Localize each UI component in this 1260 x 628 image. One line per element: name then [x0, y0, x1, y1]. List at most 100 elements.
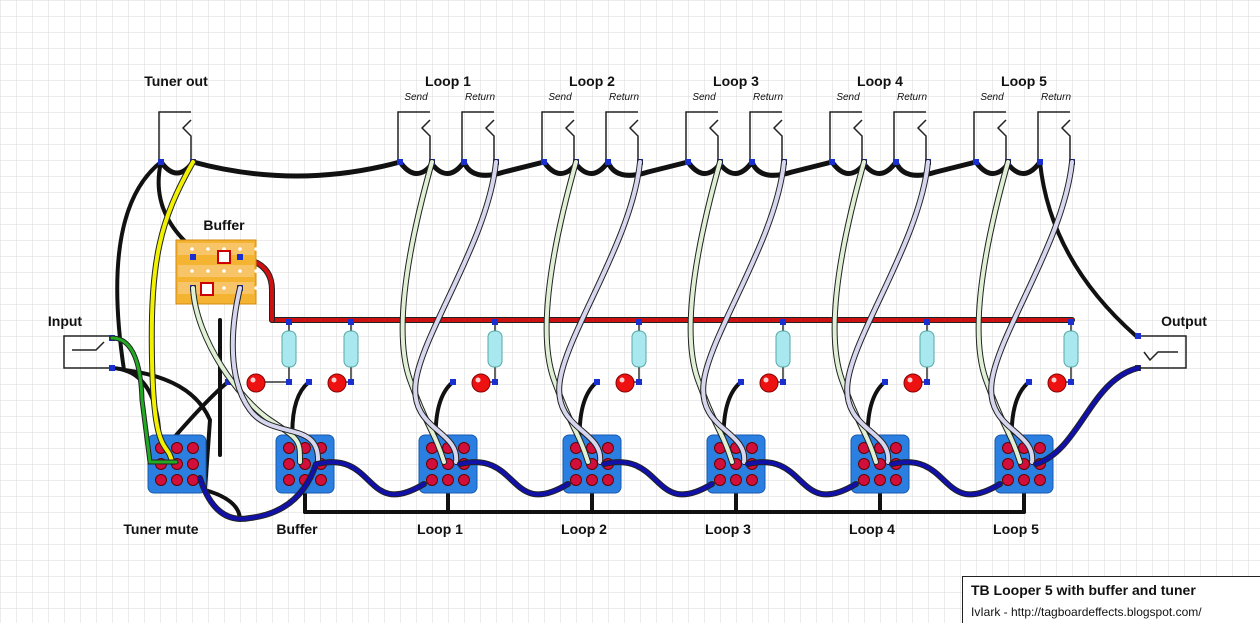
loop-2-send-label: Send — [548, 92, 572, 103]
input-jack-body — [63, 335, 112, 369]
footswitch-lug — [890, 474, 902, 486]
loop-4-send-wire — [832, 160, 878, 464]
footswitch-lug — [858, 458, 870, 470]
buffer-pin-1 — [190, 254, 196, 260]
footswitch-lug — [458, 442, 470, 454]
footswitch-lug — [602, 442, 614, 454]
switch-label-2: Loop 1 — [417, 521, 463, 537]
led-5 — [903, 373, 923, 393]
loop-2-return-wire — [557, 160, 642, 464]
loop-4-send-jack-body — [829, 111, 862, 162]
led-cathode-pin-0 — [225, 379, 231, 385]
loop-3-send-wire — [688, 160, 734, 464]
led-1 — [327, 373, 347, 393]
loop-2-return-label: Return — [609, 92, 639, 103]
buffer-hole — [190, 269, 194, 273]
loop-4-return-jack-pin-sleeve — [893, 159, 899, 165]
footswitch-lug — [187, 458, 199, 470]
loop-4-return-label: Return — [897, 92, 927, 103]
loop-1-send-wire — [400, 160, 446, 464]
output-label: Output — [1161, 313, 1207, 329]
buffer-out-wire — [191, 286, 302, 464]
footswitch-lug — [187, 442, 199, 454]
led-glint-2 — [475, 377, 481, 383]
buffer-pad-a — [217, 250, 231, 264]
output-jack-body — [1138, 335, 1187, 369]
led-cathode-pin-2 — [450, 379, 456, 385]
buffer-hole — [206, 247, 210, 251]
loop-2-send-wire — [544, 160, 590, 464]
loop-3-send-jack-spring — [708, 119, 719, 162]
loop-3-return-jack-spring — [772, 119, 783, 162]
loop-1-return-jack-body — [461, 111, 494, 162]
footswitch-lug — [283, 442, 295, 454]
led-glint-3 — [619, 377, 625, 383]
footswitch-lug — [858, 474, 870, 486]
loop-5-return-wire — [989, 160, 1074, 464]
signal-chain-wire — [198, 366, 1140, 521]
footswitch-lug — [714, 474, 726, 486]
tuner-send-wire — [149, 160, 195, 464]
loop-1-return-jack-pin-sleeve — [461, 159, 467, 165]
buffer-board — [175, 239, 258, 305]
loop-2-return-jack-pin-sleeve — [605, 159, 611, 165]
footswitch-lug — [187, 474, 199, 486]
resistor-pin-4 — [780, 319, 786, 325]
resistor-0 — [281, 330, 297, 368]
resistor-pin-0 — [286, 319, 292, 325]
buffer-hole — [222, 286, 226, 290]
buffer-strip-0 — [178, 243, 254, 255]
footswitch-lug — [586, 474, 598, 486]
loop-2-return-jack-body — [605, 111, 638, 162]
footswitch-lug — [426, 474, 438, 486]
resistor-pin-5 — [924, 319, 930, 325]
led-glint-4 — [763, 377, 769, 383]
loop-1-return-wire — [413, 160, 498, 464]
footswitch-lug — [1002, 474, 1014, 486]
led-3 — [615, 373, 635, 393]
led-0 — [246, 373, 266, 393]
buffer-strip-2 — [178, 282, 254, 294]
buffer-board-label: Buffer — [203, 217, 245, 233]
loop-1-return-jack-spring — [484, 119, 495, 162]
loop-5-return-label: Return — [1041, 92, 1071, 103]
buffer-hole — [238, 269, 242, 273]
loop-5-send-label: Send — [980, 92, 1004, 103]
loop-3-return-jack-body — [749, 111, 782, 162]
footswitch-lug — [746, 474, 758, 486]
footswitch-lug — [426, 458, 438, 470]
led-cathode-pin-5 — [882, 379, 888, 385]
buffer-hole — [238, 247, 242, 251]
switch-label-5: Loop 4 — [849, 521, 895, 537]
loop-1-send-label: Send — [404, 92, 428, 103]
buffer-hole — [222, 247, 226, 251]
footswitch-lug — [1034, 442, 1046, 454]
diagram-title: TB Looper 5 with buffer and tuner — [971, 582, 1196, 598]
switch-label-4: Loop 3 — [705, 521, 751, 537]
loop-3-send-jack-pin-sleeve — [685, 159, 691, 165]
input-jack-spring — [72, 341, 105, 351]
loop-3-return-wire — [701, 160, 786, 464]
input-signal-wire — [110, 336, 178, 464]
footswitch-lug — [1018, 474, 1030, 486]
loop-3-send-label: Send — [692, 92, 716, 103]
loop-2-send-jack-pin-sleeve — [541, 159, 547, 165]
loop-1-send-jack-pin-sleeve — [397, 159, 403, 165]
loop-1-label: Loop 1 — [425, 73, 471, 89]
buffer-hole — [206, 269, 210, 273]
loop-4-label: Loop 4 — [857, 73, 903, 89]
tuner-out-jack-body — [158, 111, 191, 162]
led-cathode-pin-1 — [306, 379, 312, 385]
loop-5-return-jack-spring — [1060, 119, 1071, 162]
led-6 — [1047, 373, 1067, 393]
footswitch-lug — [746, 442, 758, 454]
loop-1-send-jack-spring — [420, 119, 431, 162]
footswitch-lug — [602, 474, 614, 486]
loop-5-return-jack-body — [1037, 111, 1070, 162]
led-cathode-pin-4 — [738, 379, 744, 385]
led-glint-1 — [331, 377, 337, 383]
loop-3-label: Loop 3 — [713, 73, 759, 89]
loop-5-send-wire — [976, 160, 1022, 464]
